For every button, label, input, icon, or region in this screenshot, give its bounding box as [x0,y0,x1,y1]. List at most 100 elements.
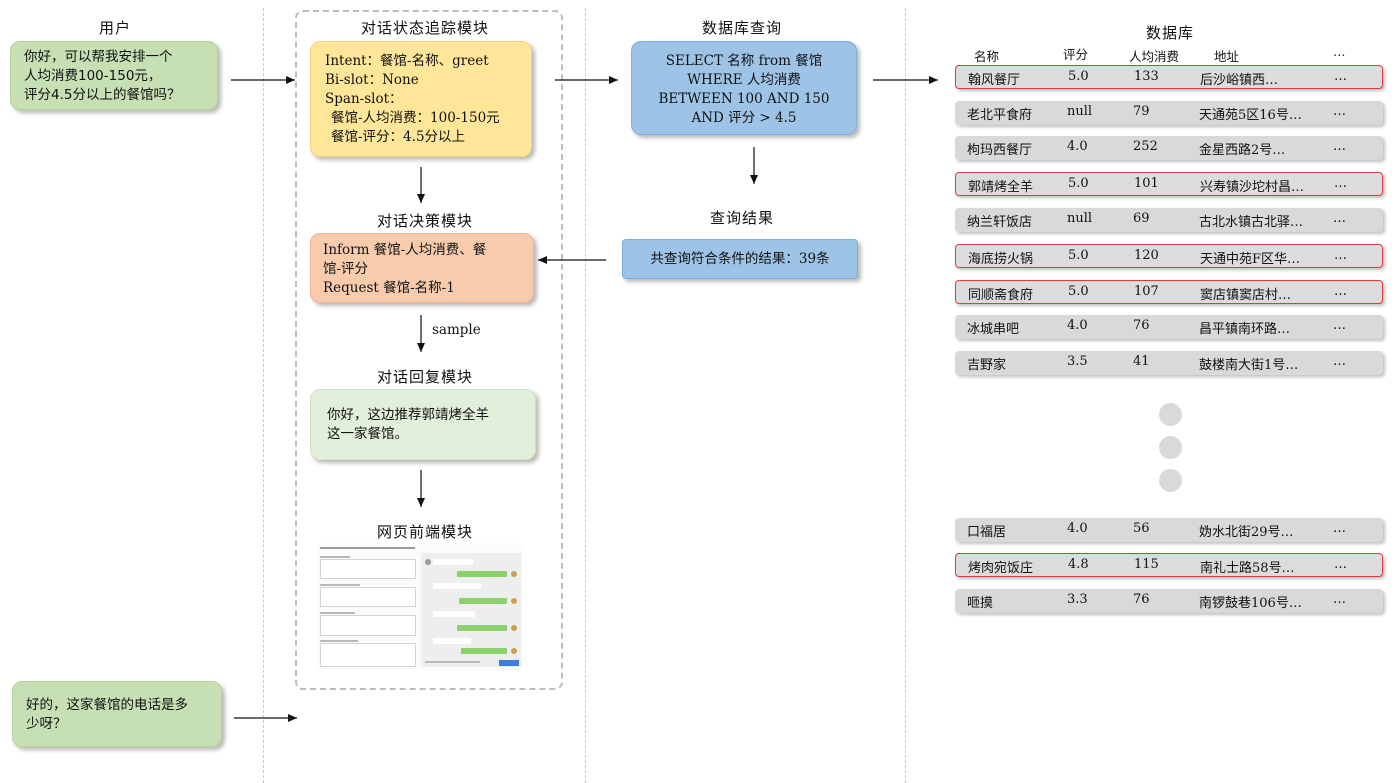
dst-line: 餐馆-评分：4.5分以上 [331,129,466,145]
dst-line: Span-slot： [325,91,403,107]
web-frontend-screenshot [318,543,523,670]
sql-line: AND 评分 > 4.5 [691,110,797,126]
db-cell-name: 冰城串吧 [967,322,1020,337]
query-result-box: 共查询符合条件的结果：39条 [622,239,858,279]
db-cell-price: 101 [1134,176,1159,191]
dst-line: 餐馆-人均消费：100-150元 [331,110,500,126]
db-cell-price: 41 [1133,354,1150,369]
db-header-address: 地址 [1214,49,1240,64]
db-cell-score: 4.0 [1067,521,1088,536]
db-cell-score: 3.3 [1067,592,1088,607]
db-cell-score: 3.5 [1067,354,1088,369]
ellipsis-dot [1159,436,1182,459]
nlg-heading: 对话回复模块 [376,368,473,386]
dm-heading: 对话决策模块 [376,212,473,230]
query-heading: 数据库查询 [701,19,782,37]
db-cell-price: 115 [1134,557,1159,572]
dm-line: Inform 餐馆-人均消费、餐 [323,242,487,258]
column-divider [585,8,586,783]
db-cell-score: 4.0 [1067,318,1088,333]
db-cell-score: null [1067,211,1093,226]
db-row: 老北平食府 null 79 天通苑5区16号… … [955,101,1383,125]
nlg-line: 这一家餐馆。 [327,426,408,442]
db-cell-address: 天通中苑F区华… [1200,252,1301,267]
db-cell-more: … [1334,284,1347,299]
db-cell-address: 鼓楼南大街1号… [1199,358,1299,373]
sql-line: SELECT 名称 from 餐馆 [665,53,823,69]
db-cell-more: … [1333,354,1346,369]
user-message-line: 少呀？ [26,716,67,732]
db-header-name: 名称 [974,49,1000,64]
db-cell-more: … [1333,211,1346,226]
db-header-more: … [1333,44,1346,59]
db-cell-score: 4.8 [1068,557,1089,572]
db-header-score: 评分 [1063,47,1089,62]
db-cell-name: 同顺斋食府 [968,288,1034,303]
db-cell-price: 107 [1134,284,1159,299]
db-cell-address: 昌平镇南环路… [1199,322,1291,337]
db-cell-name: 吉野家 [967,358,1007,373]
db-cell-more: … [1333,318,1346,333]
user-message-line: 评分4.5分以上的餐馆吗？ [24,87,181,103]
db-cell-name: 枸玛西餐厅 [967,143,1033,158]
db-cell-name: 咂摸 [967,596,994,611]
db-cell-score: 4.0 [1067,139,1088,154]
db-cell-name: 烤肉宛饭庄 [968,561,1034,576]
dst-line: Bi-slot：None [325,72,419,88]
db-cell-price: 69 [1133,211,1150,226]
user-message-line: 你好，可以帮我安排一个 [24,49,173,65]
db-cell-name: 老北平食府 [967,108,1033,123]
db-cell-price: 133 [1134,69,1159,84]
db-cell-more: … [1334,248,1347,263]
dst-box: Intent：餐馆-名称、greet Bi-slot：None Span-slo… [310,41,532,157]
db-cell-address: 窦店镇窦店村… [1200,288,1292,303]
user-message-first: 你好，可以帮我安排一个 人均消费100-150元， 评分4.5分以上的餐馆吗？ [10,41,218,110]
db-cell-address: 天通苑5区16号… [1199,108,1302,123]
nlg-line: 你好，这边推荐郭靖烤全羊 [327,407,489,423]
db-cell-address: 金星西路2号… [1199,143,1286,158]
dialogue-system-panel [295,10,563,690]
db-cell-price: 76 [1133,592,1150,607]
db-row: 海底捞火锅 5.0 120 天通中苑F区华… … [955,244,1383,268]
db-cell-score: null [1067,104,1093,119]
db-cell-name: 翰风餐厅 [968,73,1021,88]
db-cell-price: 120 [1134,248,1159,263]
dm-line: Request 餐馆-名称-1 [323,280,455,296]
db-cell-score: 5.0 [1068,284,1089,299]
column-divider [905,8,906,783]
db-cell-more: … [1333,104,1346,119]
query-result-text: 共查询符合条件的结果：39条 [650,251,830,267]
query-result-heading: 查询结果 [709,209,774,227]
dst-heading: 对话状态追踪模块 [360,19,489,37]
db-cell-address: 后沙峪镇西… [1200,73,1279,88]
db-cell-price: 252 [1133,139,1158,154]
db-cell-score: 5.0 [1068,248,1089,263]
sample-label: sample [432,322,481,338]
db-header-price: 人均消费 [1129,49,1180,64]
database-heading: 数据库 [1145,24,1194,42]
nlg-box: 你好，这边推荐郭靖烤全羊 这一家餐馆。 [310,389,536,460]
db-cell-more: … [1333,139,1346,154]
db-row: 同顺斋食府 5.0 107 窦店镇窦店村… … [955,280,1383,304]
user-message-second: 好的，这家餐馆的电话是多 少呀？ [12,681,222,747]
db-cell-price: 79 [1133,104,1150,119]
db-cell-score: 5.0 [1068,176,1089,191]
db-cell-address: 南礼士路58号… [1200,561,1295,576]
db-cell-address: 南锣鼓巷106号… [1199,596,1302,611]
sql-query-box: SELECT 名称 from 餐馆 WHERE 人均消费 BETWEEN 100… [631,41,857,135]
dm-line: 馆-评分 [323,261,369,277]
db-cell-more: … [1334,69,1347,84]
user-heading: 用户 [98,19,131,37]
db-cell-address: 兴寿镇沙坨村昌… [1200,180,1305,195]
db-row: 枸玛西餐厅 4.0 252 金星西路2号… … [955,136,1383,160]
db-cell-name: 郭靖烤全羊 [968,180,1034,195]
db-cell-name: 海底捞火锅 [968,252,1034,267]
column-divider [263,8,264,783]
